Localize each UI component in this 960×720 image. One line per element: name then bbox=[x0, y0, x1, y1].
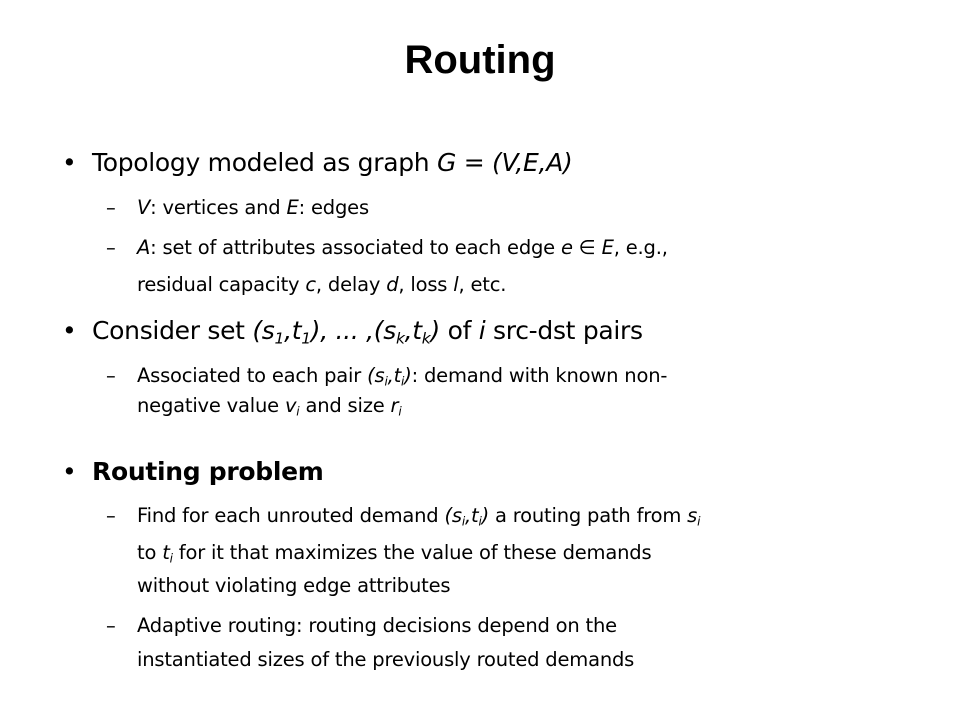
dash-marker: – bbox=[106, 236, 116, 259]
bullet-text: Consider set (s1,t1), ... ,(sk,tk) of i … bbox=[92, 316, 643, 348]
sub-bullet-line-2: to ti for it that maximizes the value of… bbox=[137, 541, 652, 566]
sub-bullet-line-1: Adaptive routing: routing decisions depe… bbox=[137, 614, 617, 637]
sub-bullet-line-1: Find for each unrouted demand (si,ti) a … bbox=[137, 504, 701, 529]
slide-title: Routing bbox=[404, 38, 556, 82]
sub-bullet-text: V: vertices and E: edges bbox=[137, 196, 369, 219]
bullet-marker: • bbox=[62, 148, 77, 177]
sub-bullet-line-2: instantiated sizes of the previously rou… bbox=[137, 648, 635, 671]
dash-marker: – bbox=[106, 614, 116, 637]
sub-bullet-line-2: residual capacity c, delay d, loss l, et… bbox=[137, 273, 507, 296]
bullet-text: Topology modeled as graph G = (V,E,A) bbox=[92, 148, 573, 177]
dash-marker: – bbox=[106, 196, 116, 219]
dash-marker: – bbox=[106, 504, 116, 527]
sub-bullet-line-2: negative value vi and size ri bbox=[137, 394, 402, 419]
sub-bullet-line-1: A: set of attributes associated to each … bbox=[137, 236, 668, 259]
sub-bullet-line-3: without violating edge attributes bbox=[137, 574, 451, 597]
dash-marker: – bbox=[106, 364, 116, 387]
sub-bullet-line-1: Associated to each pair (si,ti): demand … bbox=[137, 364, 668, 389]
bullet-marker: • bbox=[62, 316, 77, 345]
bullet-text: Routing problem bbox=[92, 457, 324, 486]
bullet-marker: • bbox=[62, 457, 77, 486]
